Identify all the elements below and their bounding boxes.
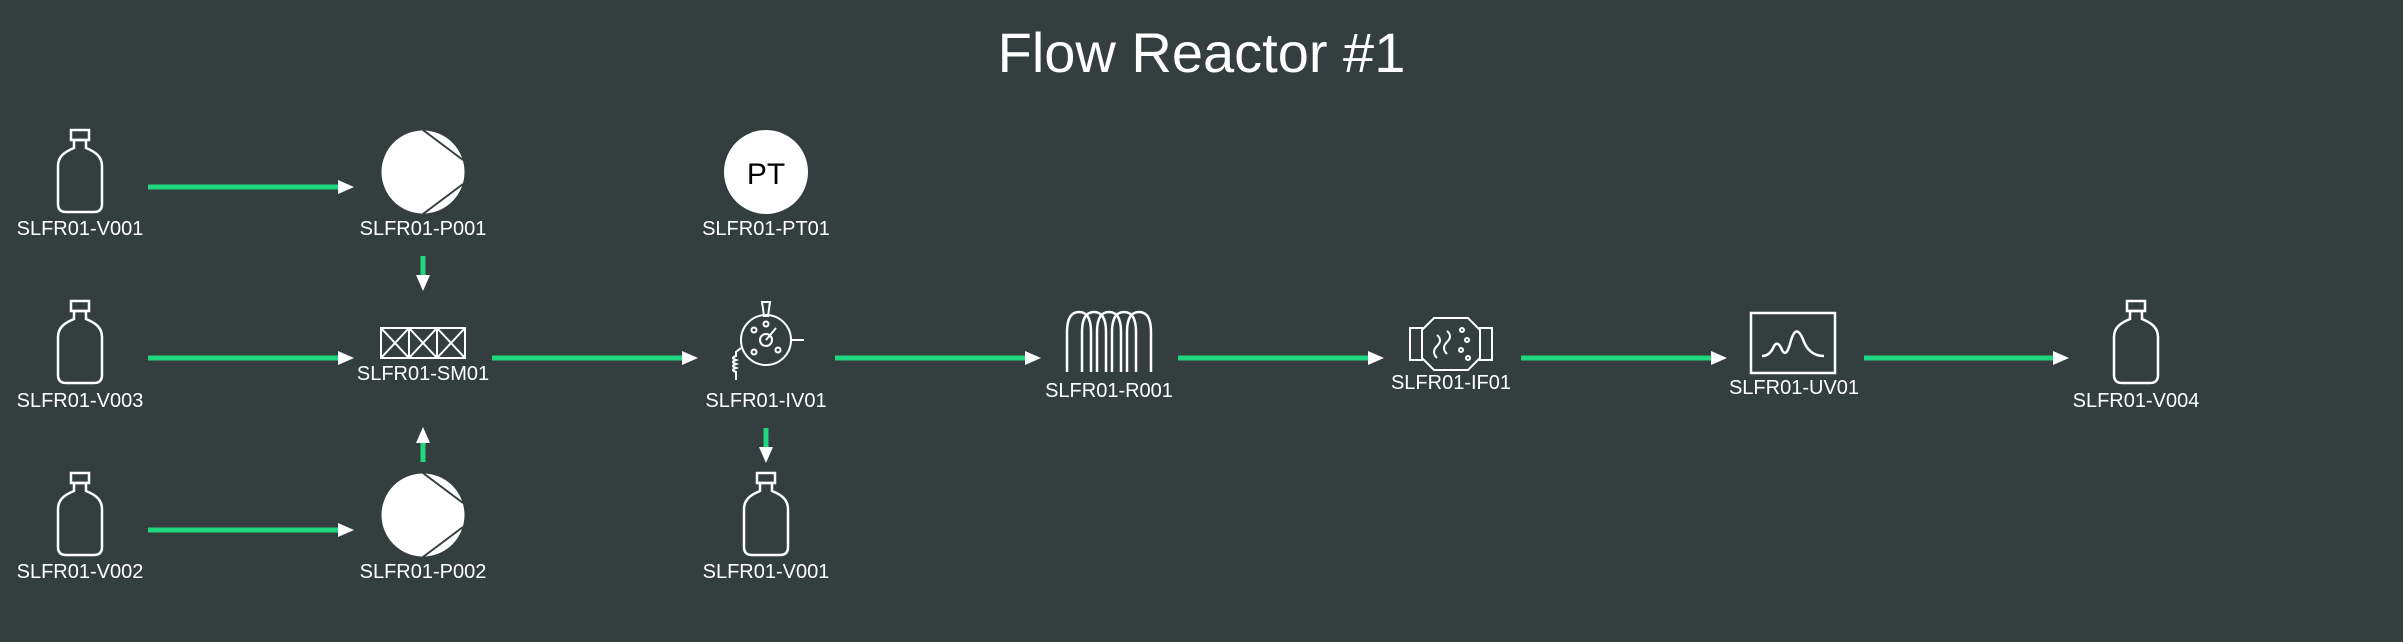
component-label: SLFR01-SM01 [356,363,490,385]
pt-symbol-text: PT [747,158,785,191]
component-label: SLFR01-IV01 [705,390,827,412]
static-mixer-icon[interactable] [380,327,466,359]
bottle-icon[interactable] [56,471,104,557]
coil-reactor-icon[interactable] [1065,310,1153,372]
arrow-head-icon [682,351,698,365]
pressure-transmitter-icon[interactable]: PT [724,130,808,214]
bottle-icon[interactable] [56,128,104,214]
component-label: SLFR01-V003 [16,390,144,412]
pump-icon[interactable] [380,472,466,558]
arrow-head-icon [1368,351,1384,365]
component-label: SLFR01-P001 [359,218,487,240]
arrow-head-icon [416,275,430,291]
injection-valve-icon[interactable] [732,301,804,380]
bottle-icon[interactable] [2112,299,2160,385]
inline-filter-icon[interactable] [1409,317,1493,371]
arrow-head-icon [416,427,430,443]
component-label: SLFR01-V001 [702,561,830,583]
component-label: SLFR01-UV01 [1728,377,1860,399]
arrow-head-icon [1711,351,1727,365]
arrow-head-icon [1025,351,1041,365]
bottle-icon[interactable] [742,471,790,557]
component-label: SLFR01-PT01 [702,218,830,240]
bottle-icon[interactable] [56,299,104,385]
arrow-head-icon [338,523,354,537]
flow-lines [148,184,2055,533]
pump-icon[interactable] [380,129,466,215]
diagram-title: Flow Reactor #1 [997,21,1406,84]
component-label: SLFR01-V001 [16,218,144,240]
arrow-heads [338,180,2069,537]
arrow-head-icon [2053,351,2069,365]
component-label: SLFR01-IF01 [1390,372,1512,394]
component-label: SLFR01-V002 [16,561,144,583]
component-label: SLFR01-R001 [1045,380,1173,402]
arrow-head-icon [759,447,773,463]
component-label: SLFR01-P002 [359,561,487,583]
arrow-head-icon [338,180,354,194]
arrow-head-icon [338,351,354,365]
uv-detector-icon[interactable] [1749,311,1837,375]
component-label: SLFR01-V004 [2072,390,2200,412]
